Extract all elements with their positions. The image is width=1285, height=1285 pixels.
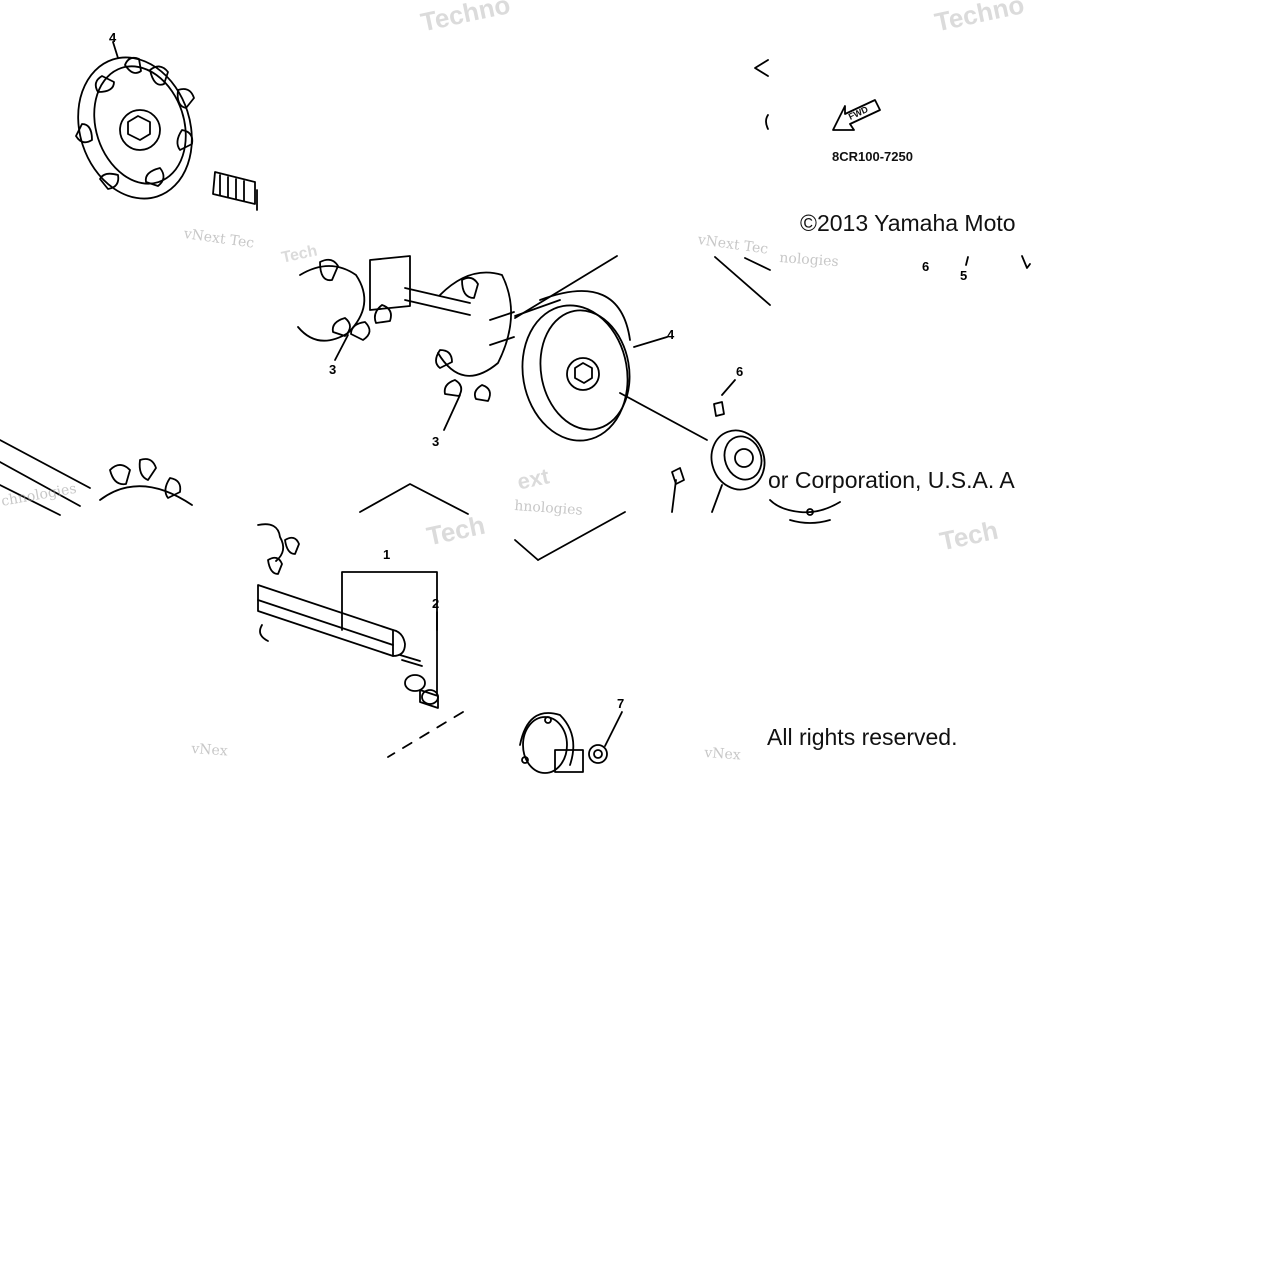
right-fragments (754, 59, 1031, 524)
idler-wheel-and-bearing (514, 255, 771, 513)
callout-5-index: 5 (960, 268, 968, 283)
callout-7-nut: 7 (617, 696, 625, 711)
fwd-arrow-icon (833, 96, 834, 97)
sprocket-top-left (75, 41, 258, 211)
part-code: 8CR100-7250 (832, 149, 913, 164)
callout-4-top-left: 4 (109, 30, 117, 45)
copyright-line-2: or Corporation, U.S.A. A (768, 467, 1015, 493)
callout-1-shaft: 1 (383, 547, 391, 562)
copyright-line-1: ©2013 Yamaha Moto (800, 210, 1016, 236)
callout-6-index: 6 (922, 259, 930, 274)
callout-3-left: 3 (329, 362, 337, 377)
callout-6-bearing: 6 (736, 364, 744, 379)
callout-3-right: 3 (432, 434, 440, 449)
callout-4-wheel: 4 (667, 327, 675, 342)
copyright-line-3: All rights reserved. (767, 724, 958, 750)
watermark-vnex-2: vNex (703, 745, 742, 764)
shaft-and-bolt (257, 483, 626, 758)
shaft-with-sprockets (0, 255, 515, 516)
hub-and-nut (519, 711, 623, 774)
callout-2-bolt: 2 (432, 596, 440, 611)
watermark-vnex-1: vNex (190, 741, 229, 760)
